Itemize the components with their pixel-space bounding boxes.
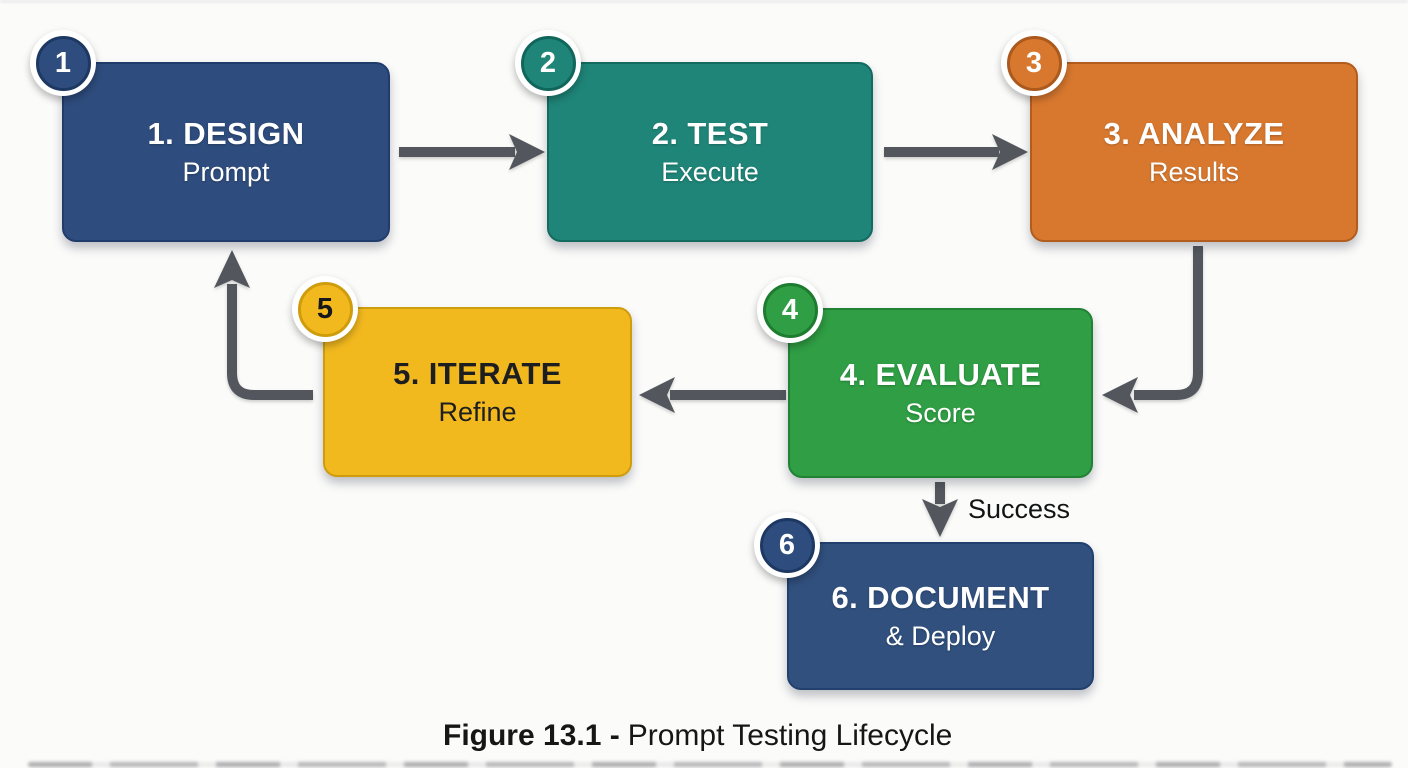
arrow-evaluate-to-iterate bbox=[639, 377, 786, 413]
node-design-subtitle: Prompt bbox=[182, 156, 270, 187]
node-iterate: 5. ITERATE Refine bbox=[323, 307, 632, 477]
step-badge-2-number: 2 bbox=[520, 35, 576, 91]
figure-caption-text: Prompt Testing Lifecycle bbox=[627, 719, 953, 752]
node-iterate-title: 5. ITERATE bbox=[393, 355, 562, 391]
node-evaluate: 4. EVALUATE Score bbox=[788, 308, 1093, 478]
node-document-subtitle: & Deploy bbox=[885, 620, 996, 651]
step-badge-4: 4 bbox=[757, 277, 823, 343]
arrow-design-to-test bbox=[399, 134, 545, 170]
node-test: 2. TEST Execute bbox=[547, 62, 873, 242]
node-test-subtitle: Execute bbox=[661, 156, 759, 187]
step-badge-4-number: 4 bbox=[762, 282, 818, 338]
node-evaluate-subtitle: Score bbox=[905, 397, 976, 428]
step-badge-1: 1 bbox=[30, 30, 96, 96]
node-analyze-title: 3. ANALYZE bbox=[1103, 115, 1285, 151]
arrow-analyze-to-evaluate bbox=[1102, 246, 1203, 413]
node-design: 1. DESIGN Prompt bbox=[62, 62, 390, 242]
step-badge-3-number: 3 bbox=[1006, 35, 1062, 91]
step-badge-6: 6 bbox=[754, 512, 820, 578]
node-test-title: 2. TEST bbox=[651, 115, 769, 151]
figure-caption: Figure 13.1 -Prompt Testing Lifecycle bbox=[443, 719, 952, 753]
page-edge-artifact-bottom bbox=[28, 762, 1392, 767]
node-analyze-subtitle: Results bbox=[1148, 156, 1240, 187]
arrow-iterate-to-design bbox=[214, 250, 313, 400]
node-design-title: 1. DESIGN bbox=[147, 115, 305, 151]
step-badge-1-number: 1 bbox=[35, 35, 91, 91]
step-badge-3: 3 bbox=[1001, 30, 1067, 96]
node-iterate-subtitle: Refine bbox=[438, 396, 517, 427]
node-document: 6. DOCUMENT & Deploy bbox=[787, 542, 1094, 690]
page-edge-artifact-top bbox=[0, 0, 1408, 3]
step-badge-5-number: 5 bbox=[297, 281, 353, 337]
step-badge-6-number: 6 bbox=[759, 517, 815, 573]
node-evaluate-title: 4. EVALUATE bbox=[839, 356, 1042, 392]
arrow-test-to-analyze bbox=[884, 134, 1028, 170]
node-analyze: 3. ANALYZE Results bbox=[1030, 62, 1358, 242]
success-edge-label: Success bbox=[968, 494, 1071, 524]
node-document-title: 6. DOCUMENT bbox=[831, 579, 1050, 615]
arrow-evaluate-to-document bbox=[922, 482, 958, 537]
step-badge-2: 2 bbox=[515, 30, 581, 96]
figure-caption-number: Figure 13.1 - bbox=[443, 719, 620, 752]
step-badge-5: 5 bbox=[292, 276, 358, 342]
